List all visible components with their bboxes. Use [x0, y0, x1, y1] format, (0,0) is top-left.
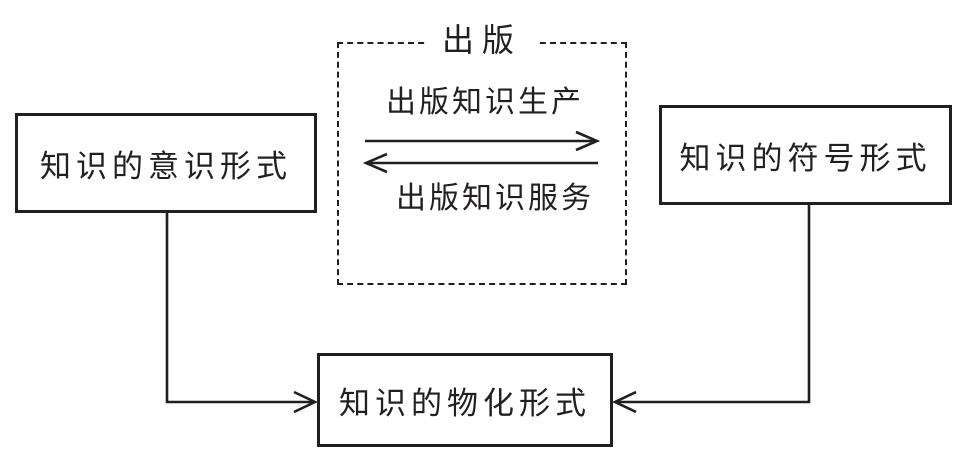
publishing-box-title: 出版	[425, 16, 539, 64]
left-to-bottom-connector	[165, 213, 319, 414]
node-materialized-form: 知识的物化形式	[317, 353, 613, 447]
node-symbol-form: 知识的符号形式	[659, 105, 952, 205]
production-flow-label: 出版知识生产	[386, 86, 584, 119]
right-arrowhead-icon	[575, 130, 601, 152]
production-arrow	[365, 130, 601, 152]
left-arrowhead-icon	[362, 152, 388, 174]
publishing-dashed-box	[337, 42, 627, 285]
service-flow-label: 出版知识服务	[396, 182, 594, 215]
service-arrow	[362, 152, 598, 174]
right-arrowhead-icon	[293, 390, 319, 414]
node-consciousness-form: 知识的意识形式	[15, 113, 317, 213]
left-arrowhead-icon	[611, 390, 637, 414]
right-to-bottom-connector	[611, 205, 811, 414]
